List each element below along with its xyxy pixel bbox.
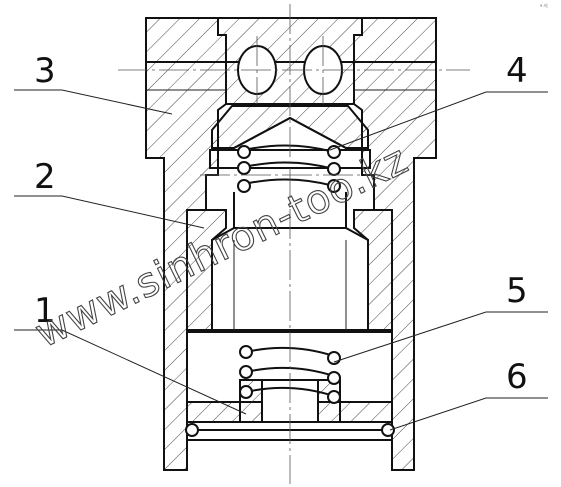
retaining-ring xyxy=(185,423,395,437)
callout-1: 1 xyxy=(34,291,56,331)
callout-2: 2 xyxy=(34,157,56,197)
callout-6: 6 xyxy=(506,357,528,397)
leader-lines xyxy=(14,89,548,431)
piston xyxy=(186,192,393,331)
corner-mark: ª·ºÌ xyxy=(540,3,548,10)
callout-4: 4 xyxy=(506,51,528,91)
watermark: www.sinhron-too.kz xyxy=(28,137,415,357)
callout-3: 3 xyxy=(34,51,56,91)
upper-spring xyxy=(237,144,341,193)
callout-5: 5 xyxy=(506,271,528,311)
center-lines xyxy=(118,4,470,484)
